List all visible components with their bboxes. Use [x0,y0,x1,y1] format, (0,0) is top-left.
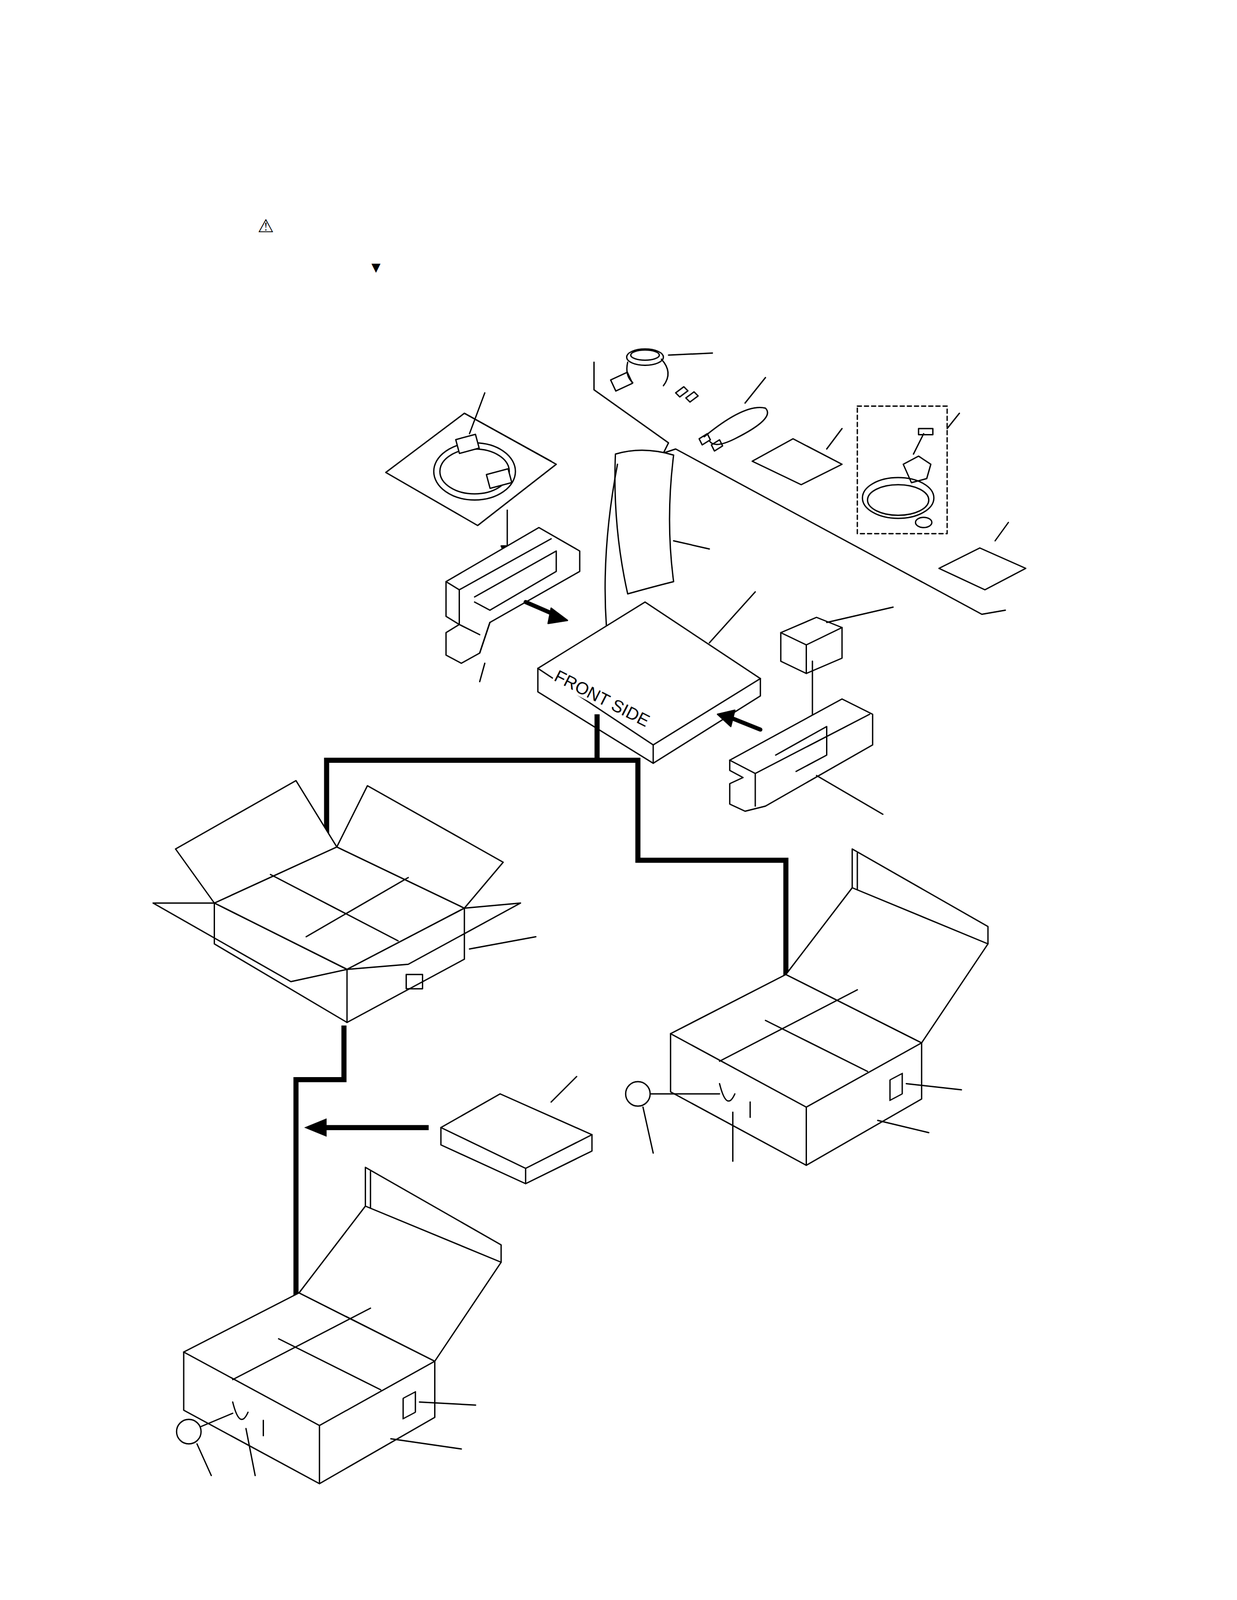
marker-symbol: ▼ [368,259,384,275]
caution-symbol: ⚠ [257,216,274,235]
